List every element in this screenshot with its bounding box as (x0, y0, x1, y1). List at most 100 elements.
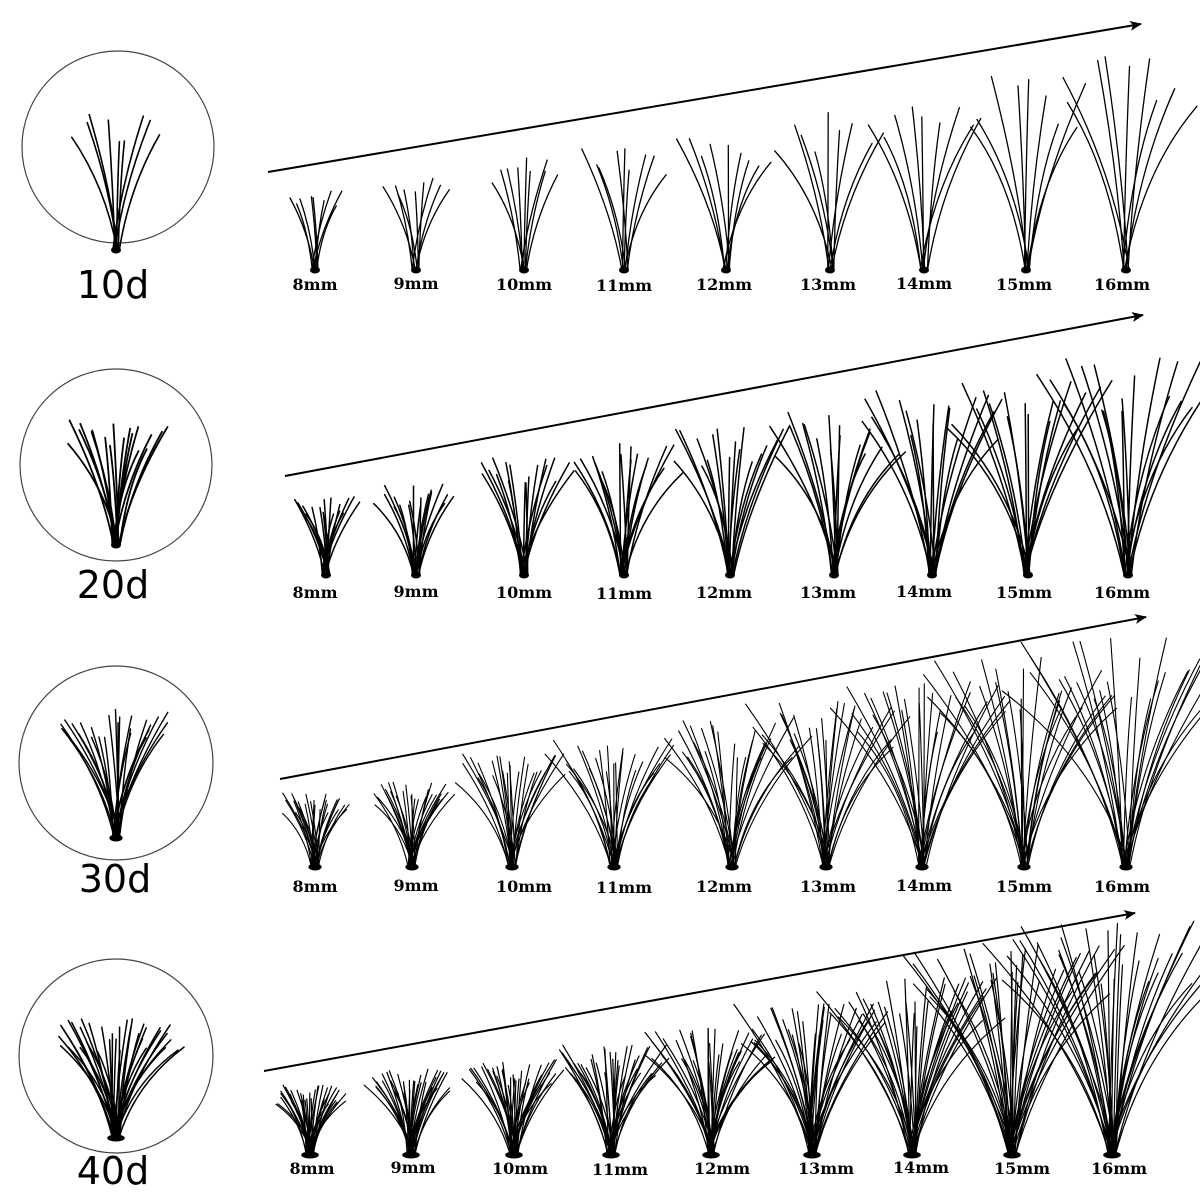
lash-base (1103, 1151, 1121, 1159)
lash-fiber (624, 472, 684, 576)
lash-fiber (60, 1025, 115, 1139)
lash-fiber (1009, 949, 1115, 1156)
lash-fiber (1007, 957, 1077, 1156)
lash-fiber (1026, 95, 1047, 271)
lash-base (927, 571, 937, 579)
lash-fiber (614, 746, 659, 868)
lash-fiber (828, 716, 911, 868)
lash-fiber (112, 423, 120, 546)
lash-fiber (1102, 410, 1126, 576)
lash-fiber (712, 725, 730, 868)
sample-lash-cluster (58, 1018, 185, 1142)
lash-fiber (708, 1056, 776, 1156)
lash-fiber (519, 470, 575, 576)
lash-base (903, 1151, 921, 1159)
lash-fiber (1109, 933, 1161, 1156)
lash-fiber (731, 428, 784, 576)
lash-base (1119, 863, 1133, 871)
lash-fiber (1023, 392, 1087, 576)
size-labels: 8mm 9mm 10mm 11mm 12mm 13mm 14mm 15mm 16… (293, 274, 1151, 295)
lash-fiber (500, 169, 521, 271)
lash-fiber (1027, 695, 1106, 868)
lash-fiber (1064, 676, 1123, 868)
lash-cluster (769, 411, 907, 579)
lash-fiber (407, 796, 427, 868)
lash-fiber (691, 1030, 709, 1156)
size-label: 10mm (496, 877, 552, 896)
sample-circle (19, 368, 213, 562)
lash-fiber (409, 1074, 444, 1156)
lash-fiber (808, 727, 824, 868)
lash-fiber (1106, 681, 1131, 868)
lash-fiber (728, 441, 737, 576)
lash-base (919, 266, 929, 274)
size-label: 16mm (1094, 275, 1150, 294)
lash-cluster (71, 113, 161, 254)
lash-fiber (734, 735, 813, 868)
lash-fiber (1108, 952, 1183, 1156)
lash-fiber (324, 501, 361, 576)
lash-base (721, 266, 731, 274)
lash-fiber (1015, 945, 1100, 1156)
lash-base (702, 1151, 720, 1159)
lash-fiber (855, 991, 910, 1156)
lash-fiber (417, 495, 455, 576)
lash-fiber (508, 754, 556, 868)
lash-fiber (994, 962, 1010, 1156)
lash-cluster (60, 708, 169, 842)
lash-fiber (883, 136, 922, 271)
lash-fiber (918, 687, 920, 868)
lash-fiber (704, 751, 729, 868)
lash-fiber (1019, 707, 1083, 868)
size-label: 15mm (994, 1159, 1050, 1178)
lash-fiber (707, 1032, 750, 1156)
lash-fiber (727, 743, 736, 868)
lash-cluster (454, 753, 566, 871)
lash-fiber (610, 1045, 651, 1156)
lash-fiber (1063, 402, 1126, 576)
lash-fiber (726, 165, 760, 271)
lash-fiber (813, 1011, 889, 1156)
lash-fiber (1025, 425, 1080, 576)
size-label: 10mm (496, 275, 552, 294)
lash-fiber (414, 483, 444, 576)
lash-fiber (373, 793, 409, 868)
lash-fiber (297, 801, 317, 868)
lash-fiber (581, 148, 623, 271)
size-labels: 8mm 9mm 10mm 11mm 12mm 13mm 14mm 15mm 16… (293, 582, 1151, 603)
lash-fiber (604, 1048, 609, 1156)
lash-fiber (312, 812, 329, 868)
lash-fiber (908, 981, 984, 1156)
lash-cluster (275, 1084, 347, 1159)
lash-fiber (1123, 105, 1198, 271)
lash-fiber (524, 170, 531, 271)
lash-fiber (574, 470, 621, 576)
lash-fiber (1028, 420, 1051, 576)
lash-fiber (1036, 374, 1125, 576)
lash-base (725, 571, 735, 579)
lash-fiber (1026, 126, 1078, 271)
lash-fiber (894, 114, 924, 271)
size-label: 16mm (1091, 1159, 1147, 1178)
size-label: 10mm (496, 583, 552, 602)
length-arrow (263, 910, 1136, 1072)
lash-fiber (862, 1013, 917, 1156)
lash-fiber (1079, 640, 1127, 868)
lash-fiber (112, 1038, 117, 1139)
lash-fiber (651, 1058, 710, 1156)
lash-fiber (911, 996, 984, 1156)
lash-fiber (831, 453, 866, 576)
lash-fiber (307, 1100, 347, 1156)
lash-fiber (830, 132, 885, 271)
lash-fiber (1123, 406, 1193, 576)
lash-fiber (728, 160, 750, 271)
lash-fiber (1021, 707, 1118, 868)
lash-fiber (794, 124, 830, 271)
lash-fiber (1007, 948, 1026, 1156)
lash-fiber (1021, 668, 1025, 868)
lash-fiber (717, 731, 729, 868)
size-label: 9mm (394, 582, 439, 601)
lash-base (602, 1151, 620, 1159)
lash-fiber (1020, 641, 1126, 868)
